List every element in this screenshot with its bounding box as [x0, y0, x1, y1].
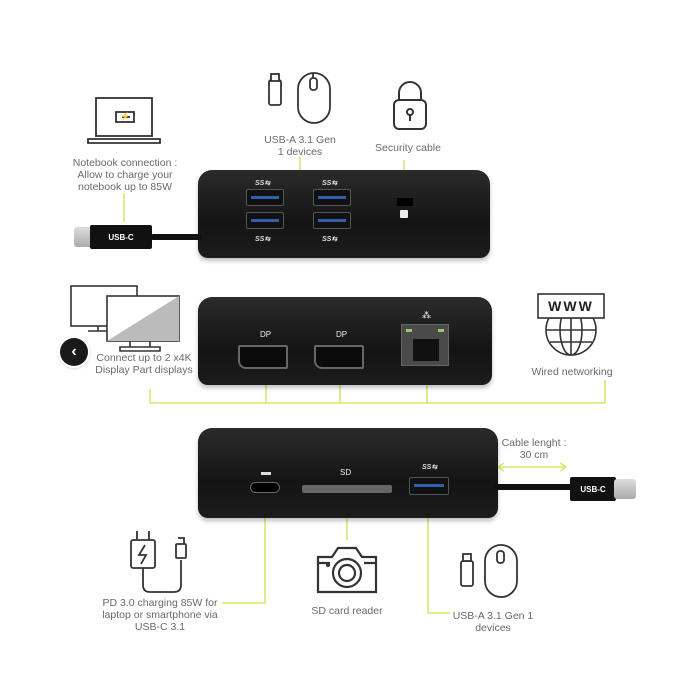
usb-a-port — [313, 189, 351, 206]
usb-a-port — [409, 477, 449, 495]
usb-c-plug-tip — [74, 227, 94, 247]
network-icon: ⁂ — [422, 310, 431, 320]
ss-usb-mark: SS⇆ — [422, 464, 438, 471]
pd-charging-label: PD 3.0 charging 85W for laptop or smartp… — [102, 597, 218, 633]
displayport-port — [238, 345, 288, 369]
notebook-connection-label: Notebook connection : Allow to charge yo… — [72, 157, 178, 193]
usb-c-plug-tip — [614, 479, 636, 499]
padlock-icon — [393, 81, 427, 130]
usb-c-pd-icon — [261, 472, 271, 475]
security-cable-label: Security cable — [375, 142, 441, 154]
wired-networking-label: Wired networking — [531, 366, 613, 378]
dock-rear-view: DP DP ⁂ — [198, 297, 492, 385]
chevron-left-icon: ‹ — [71, 343, 77, 360]
usb-mouse-icon-bottom — [460, 544, 518, 598]
usb-c-port — [250, 482, 280, 493]
sd-card-slot — [302, 485, 392, 493]
dock-top-view: SS⇆ SS⇆ SS⇆ SS⇆ — [198, 170, 490, 258]
usb-a-port — [246, 189, 284, 206]
sd-port-label: SD — [340, 468, 352, 477]
usb-a-port — [313, 212, 351, 229]
laptop-icon — [87, 97, 161, 144]
battery-charge-icon: ⚡ — [120, 112, 130, 121]
ss-usb-mark: SS⇆ — [322, 180, 338, 187]
usb-c-plug-bottom: USB-C — [570, 477, 616, 501]
usb-a-port — [246, 212, 284, 229]
lock-small-icon — [400, 210, 408, 218]
cable-length-label: Cable lenght : 30 cm — [501, 437, 567, 461]
displays-label: Connect up to 2 x4K Display Part display… — [95, 352, 193, 376]
dock-front-view: SD SS⇆ — [198, 428, 498, 518]
ss-usb-mark: SS⇆ — [255, 180, 271, 187]
camera-icon — [316, 546, 378, 594]
kensington-slot — [397, 198, 413, 206]
usb-c-plug-top: USB-C — [90, 225, 152, 249]
monitors-icon — [70, 285, 180, 352]
usb-c-cable-bottom — [494, 484, 580, 490]
dp-label: DP — [260, 330, 272, 339]
globe-www-icon — [537, 293, 605, 356]
ss-usb-mark: SS⇆ — [322, 236, 338, 243]
usb-devices-label-top: USB-A 3.1 Gen 1 devices — [264, 134, 336, 158]
charger-icon — [130, 531, 187, 593]
dp-label: DP — [336, 330, 348, 339]
carousel-back-button[interactable]: ‹ — [60, 338, 88, 366]
sd-card-reader-label: SD card reader — [311, 605, 383, 617]
usb-mouse-icon — [268, 72, 331, 124]
usb-devices-label-bottom: USB-A 3.1 Gen 1 devices — [452, 610, 534, 634]
displayport-port — [314, 345, 364, 369]
ss-usb-mark: SS⇆ — [255, 236, 271, 243]
www-text: WWW — [548, 298, 594, 314]
usb-c-cable-top — [150, 234, 202, 240]
ethernet-port — [401, 324, 449, 366]
